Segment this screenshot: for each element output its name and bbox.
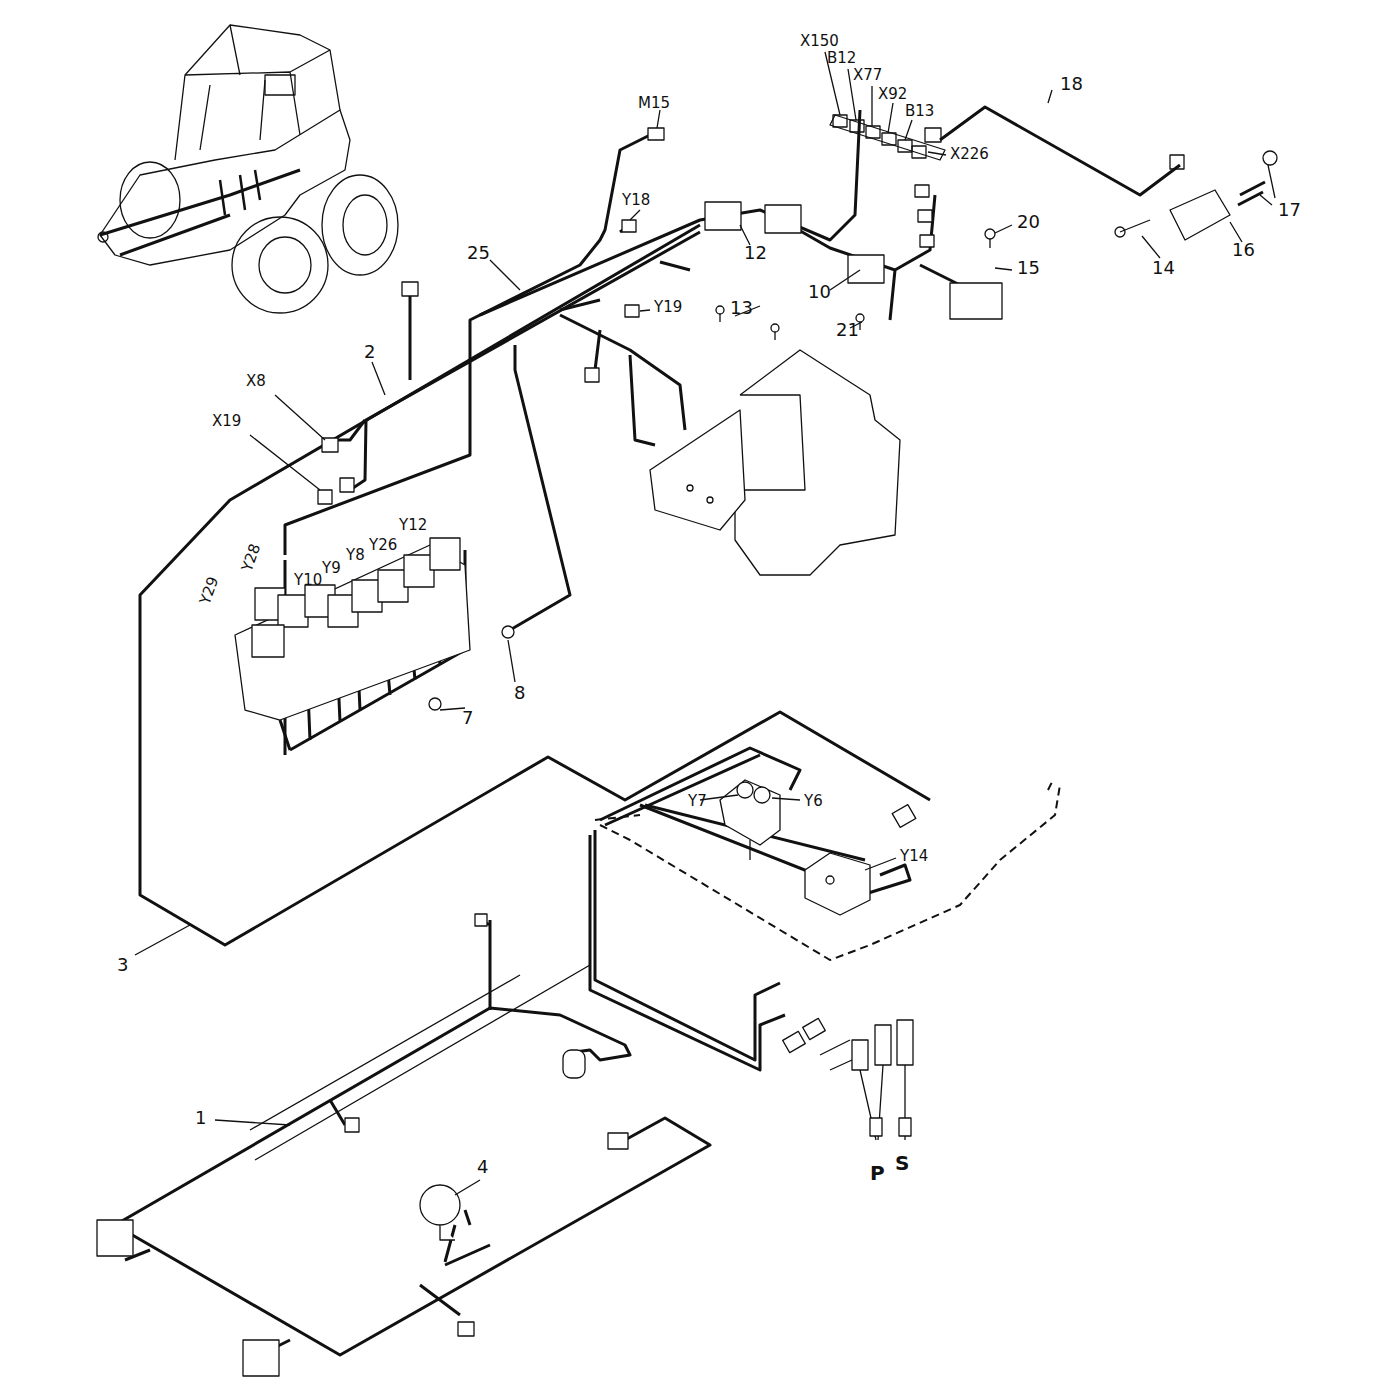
connector-label: B13 — [903, 103, 936, 120]
connector-panel — [830, 90, 1277, 258]
connector-label: Y14 — [898, 848, 930, 865]
callout-number: 16 — [1230, 240, 1257, 260]
connector-label: Y29 — [196, 573, 223, 609]
connector-label: X8 — [244, 373, 268, 390]
callout-number: 13 — [728, 298, 755, 318]
callout-number: 10 — [806, 282, 833, 302]
connector-label: X150 — [798, 33, 841, 50]
callout-number: 15 — [1015, 258, 1042, 278]
connector-label: Y7 — [686, 793, 709, 810]
callout-number: 12 — [742, 243, 769, 263]
callout-number: 8 — [512, 683, 527, 703]
callout-number: 3 — [115, 955, 130, 975]
connector-label: B12 — [825, 50, 858, 67]
connector-label: Y8 — [344, 547, 367, 564]
pump — [650, 350, 900, 575]
callout-number: 14 — [1150, 258, 1177, 278]
connector-label: Y6 — [802, 793, 825, 810]
callout-number: 2 — [362, 342, 377, 362]
connector-label: X92 — [876, 86, 909, 103]
leader-lines — [135, 52, 1012, 1195]
callout-number: 20 — [1015, 212, 1042, 232]
connector-label: Y9 — [320, 560, 343, 577]
connector-label: X19 — [210, 413, 243, 430]
callout-number: 18 — [1058, 74, 1085, 94]
tractor-sketch — [98, 25, 398, 313]
callout-number: 4 — [475, 1157, 490, 1177]
sensors — [820, 1020, 913, 1140]
port-label: S — [893, 1152, 911, 1174]
valve-bank — [235, 538, 470, 720]
callout-number: 7 — [460, 708, 475, 728]
connector-label: Y19 — [652, 299, 684, 316]
connector-label: Y26 — [367, 537, 399, 554]
connector-label: X226 — [948, 146, 991, 163]
connector-label: X77 — [851, 67, 884, 84]
callout-number: 21 — [834, 320, 861, 340]
dashed-line — [595, 780, 1060, 960]
connector-label: Y12 — [397, 517, 429, 534]
callout-number: 25 — [465, 243, 492, 263]
connector-label: Y28 — [238, 540, 265, 576]
connectors — [97, 128, 1002, 1376]
connector-label: Y18 — [620, 192, 652, 209]
connector-label: M15 — [636, 95, 672, 112]
callout-number: 1 — [193, 1108, 208, 1128]
wire-harness — [115, 110, 960, 1355]
connector-label: Y10 — [292, 572, 324, 589]
port-label: P — [868, 1162, 887, 1184]
callout-number: 17 — [1276, 200, 1303, 220]
thin-line — [250, 965, 590, 1160]
